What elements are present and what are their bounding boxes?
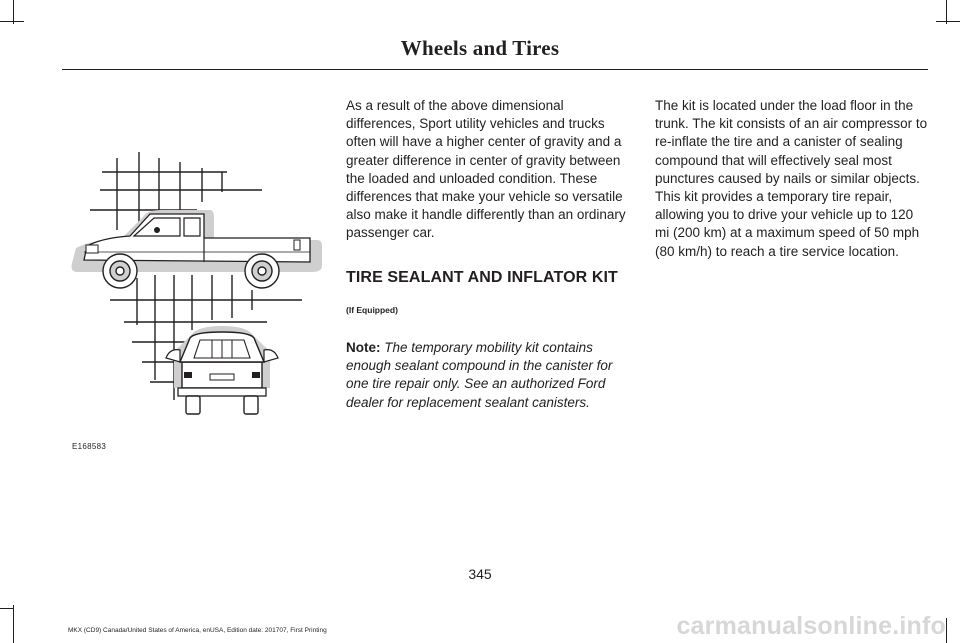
header-rule xyxy=(62,69,928,70)
page-number: 345 xyxy=(468,566,492,582)
note-paragraph: Note: The temporary mobility kit contain… xyxy=(346,339,632,412)
edition-info: MKX (CD9) Canada/United States of Americ… xyxy=(68,627,327,634)
crop-mark xyxy=(0,608,14,609)
crop-mark xyxy=(936,21,960,22)
intro-paragraph: As a result of the above dimensional dif… xyxy=(346,98,626,241)
kit-paragraph: The kit is located under the load floor … xyxy=(655,98,928,259)
crop-mark xyxy=(13,0,14,24)
figure-code: E168583 xyxy=(72,442,107,451)
crop-mark xyxy=(0,21,24,22)
crop-mark xyxy=(13,605,14,643)
crop-mark xyxy=(946,0,947,24)
column-1: As a result of the above dimensional dif… xyxy=(346,97,632,412)
note-text: The temporary mobility kit contains enou… xyxy=(346,340,613,410)
column-2: The kit is located under the load floor … xyxy=(655,97,930,261)
equipped-label: (If Equipped) xyxy=(346,304,398,315)
note-label: Note: xyxy=(346,340,381,356)
crop-mark xyxy=(946,618,947,643)
page-title: Wheels and Tires xyxy=(400,36,560,60)
truck-center-of-gravity-illustration xyxy=(71,152,322,415)
section-heading: TIRE SEALANT AND INFLATOR KIT xyxy=(346,268,618,286)
watermark: carmanualsonline.info xyxy=(676,612,946,640)
